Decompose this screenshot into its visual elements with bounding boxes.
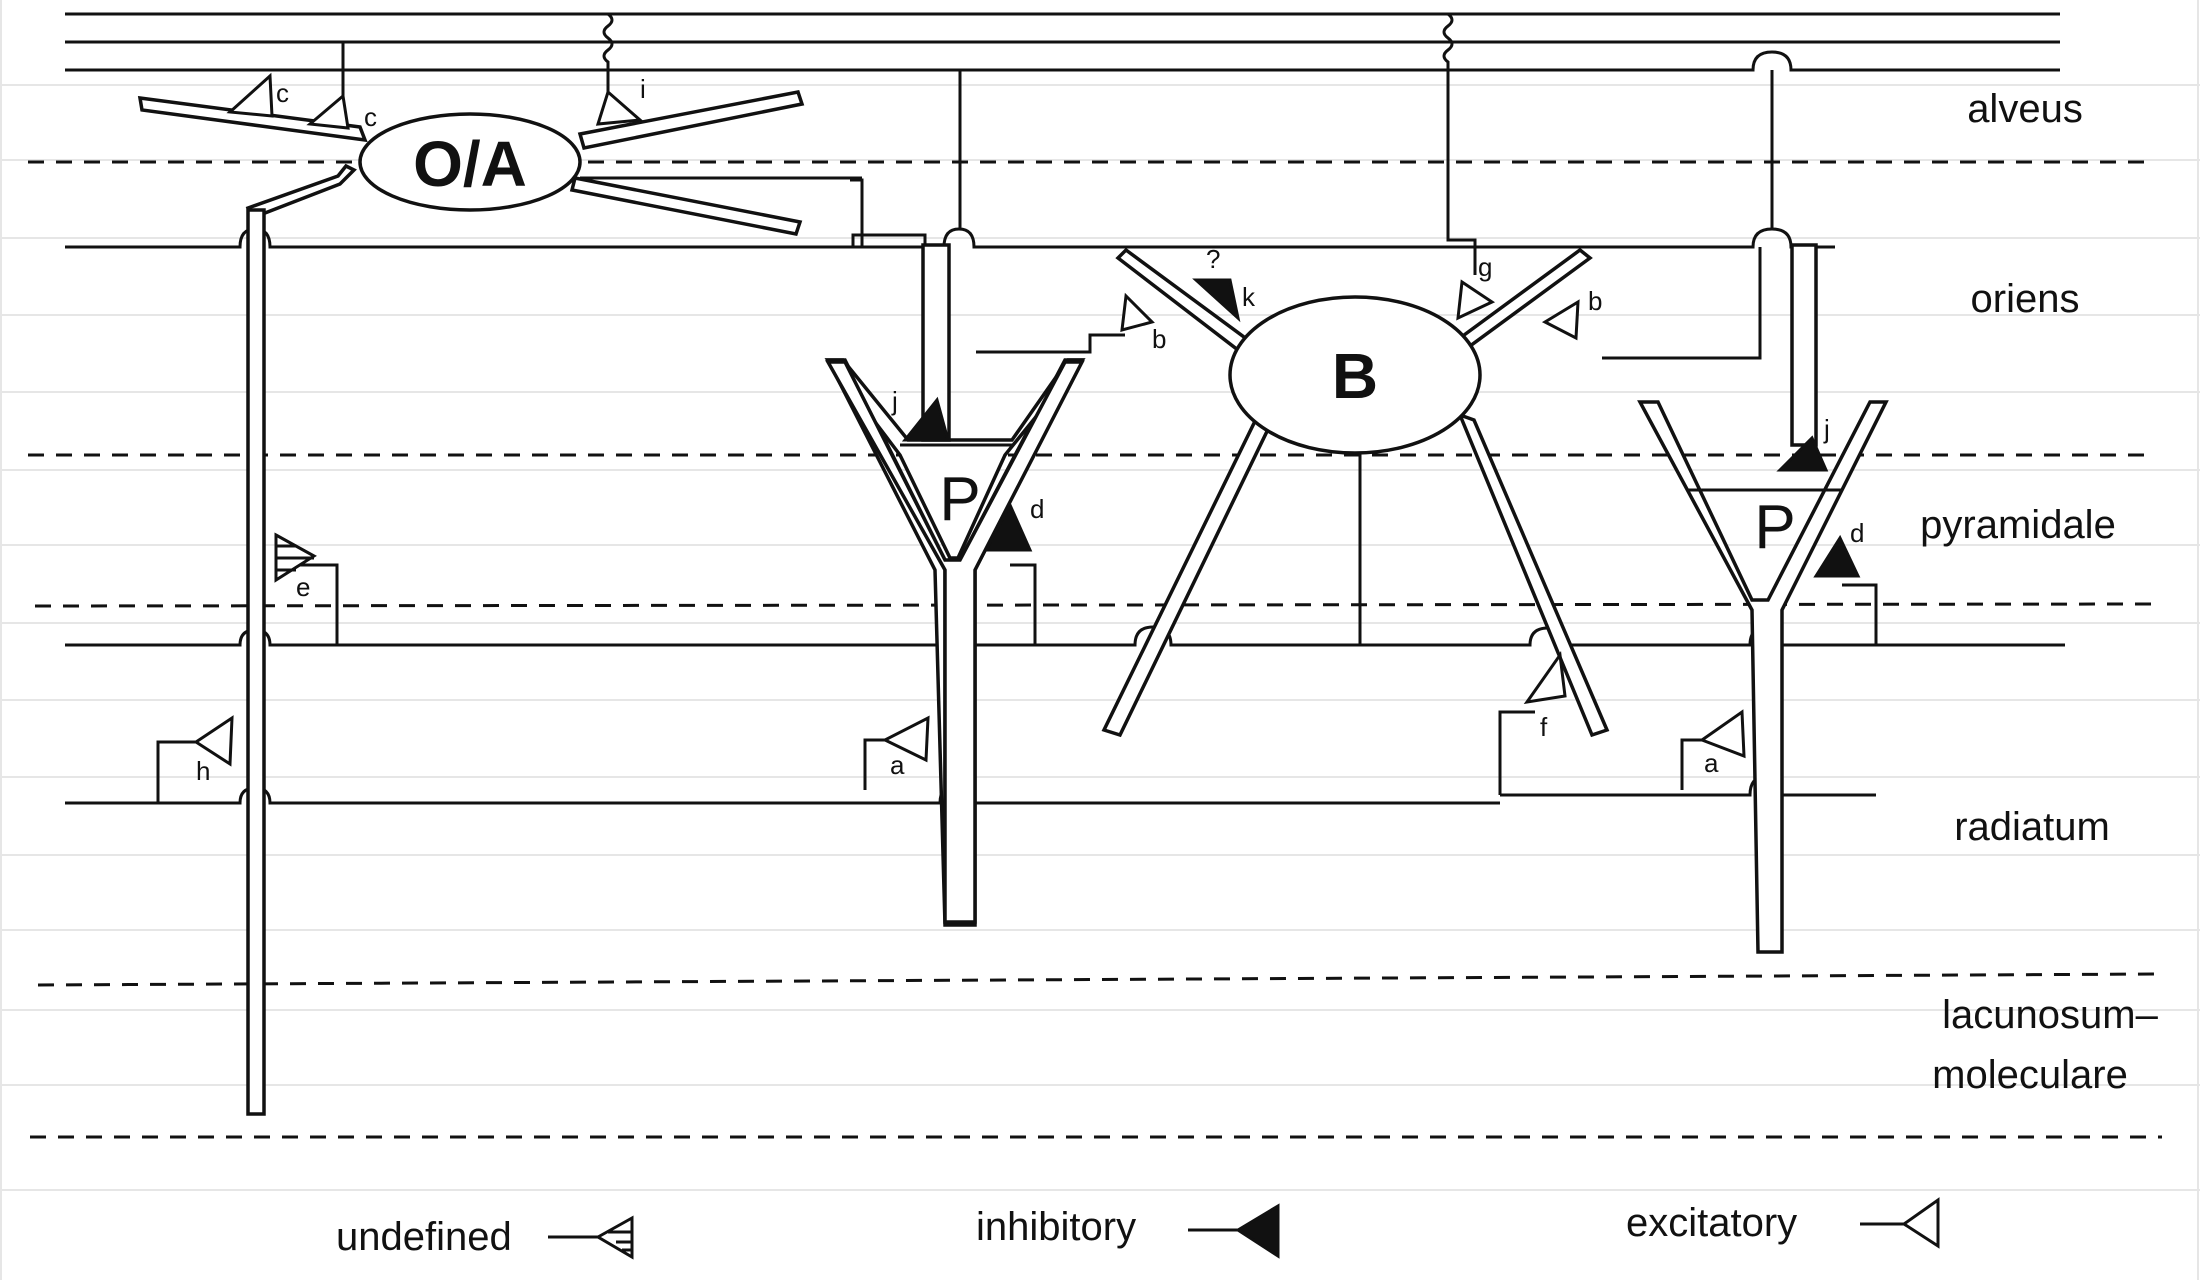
basket-cell: B <box>1101 247 1610 738</box>
label-h: h <box>196 756 210 786</box>
label-j1: j <box>891 386 898 416</box>
pyramidal-2-label: P <box>1754 493 1795 562</box>
label-i: i <box>640 74 646 104</box>
label-c1: c <box>276 78 289 108</box>
synapse-b2-excitatory <box>1541 299 1580 341</box>
synapse-f-excitatory <box>1523 650 1567 705</box>
label-f: f <box>1540 712 1548 742</box>
layer-radiatum-label: radiatum <box>1954 805 2110 849</box>
synapse-k-inhibitory <box>1192 278 1241 323</box>
synapse-c1-excitatory <box>226 72 274 118</box>
synapse-labels: c c i ? k g b b j j d d e a a f h <box>196 74 1864 786</box>
layer-oriens-label: oriens <box>1971 277 2080 321</box>
layer-boundaries <box>28 160 2163 1139</box>
label-d1: d <box>1030 494 1044 524</box>
label-c2: c <box>364 102 377 132</box>
synapse-h-excitatory <box>193 715 234 767</box>
pyramidal-1-label: P <box>939 465 980 534</box>
oa-cell-label: O/A <box>413 128 527 200</box>
legend-undefined-label: undefined <box>336 1215 512 1259</box>
layer-pyramidale-label: pyramidale <box>1920 503 2116 547</box>
label-g: g <box>1478 252 1492 282</box>
legend-excitatory-label: excitatory <box>1626 1201 1797 1245</box>
label-e: e <box>296 572 310 602</box>
legend-excitatory-icon <box>1901 1197 1940 1249</box>
label-j2: j <box>1823 414 1830 444</box>
label-k: k <box>1242 282 1256 312</box>
pyramidal-cell-1: P <box>824 243 1086 927</box>
wavy-fibers <box>341 12 1477 275</box>
alveus-fiber-bundle <box>65 12 2060 72</box>
label-a2: a <box>1704 748 1719 778</box>
synapse-g-excitatory <box>1456 279 1496 321</box>
oa-interneuron: O/A <box>137 89 862 237</box>
synapse-markers <box>193 72 1861 767</box>
synapse-a2-excitatory <box>1698 709 1746 759</box>
synapse-j2-inhibitory <box>1776 435 1829 472</box>
layer-lacunosum-label-2: moleculare <box>1932 1053 2128 1097</box>
legend-inhibitory-label: inhibitory <box>976 1205 1136 1249</box>
synapse-i-excitatory <box>595 89 644 126</box>
synapse-e-undefined <box>274 532 317 583</box>
synapse-j1-inhibitory <box>901 396 950 442</box>
legend-inhibitory-icon <box>1235 1203 1280 1259</box>
pyramidal-cell-2: P <box>1637 243 1889 954</box>
oa-axon <box>246 208 266 1116</box>
synapse-c2-excitatory <box>306 93 350 130</box>
label-q: ? <box>1206 244 1220 274</box>
basket-cell-label: B <box>1332 340 1378 412</box>
synapse-d1-inhibitory <box>983 501 1033 552</box>
label-b2: b <box>1588 286 1602 316</box>
label-a1: a <box>890 750 905 780</box>
layer-alveus-label: alveus <box>1967 87 2083 131</box>
synapse-b1-excitatory <box>1120 292 1155 333</box>
label-d2: d <box>1850 518 1864 548</box>
layer-labels: alveus oriens pyramidale radiatum lacuno… <box>1920 87 2158 1097</box>
label-b1: b <box>1152 324 1166 354</box>
synapse-a1-excitatory <box>881 715 930 763</box>
layer-lacunosum-label-1: lacunosum– <box>1942 993 2158 1037</box>
legend-undefined-icon <box>594 1215 634 1260</box>
legend: undefined inhibitory excitatory <box>336 1197 1940 1260</box>
synapse-d2-inhibitory <box>1813 534 1861 578</box>
